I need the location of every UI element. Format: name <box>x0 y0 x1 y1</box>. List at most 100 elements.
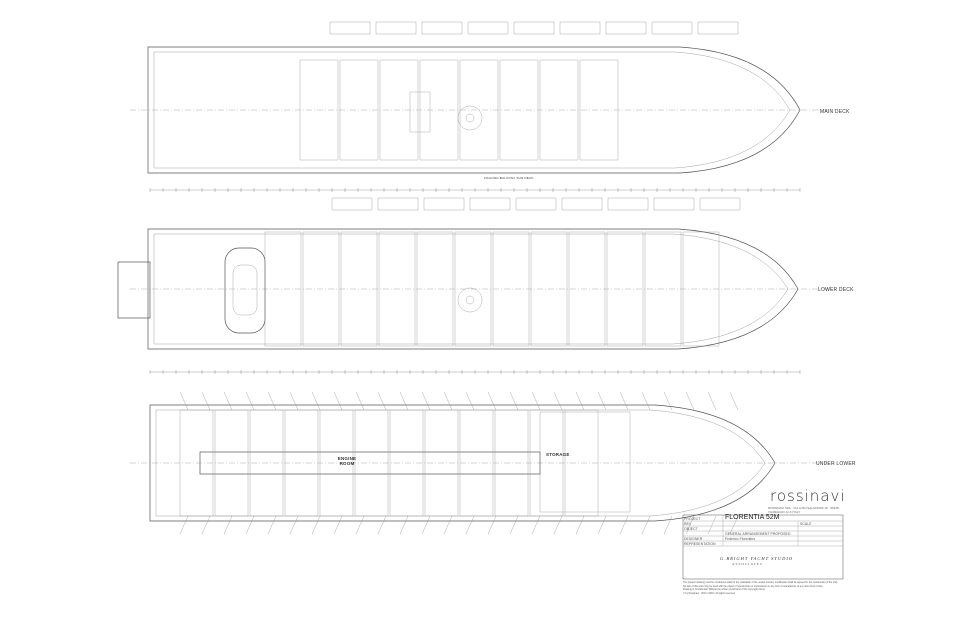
leader-line <box>311 515 321 535</box>
leader-line <box>311 391 321 411</box>
leader-line <box>223 391 233 411</box>
leader-line <box>707 391 717 411</box>
dining-table <box>409 91 431 133</box>
designer-name: Federico Fiorentino <box>725 537 756 541</box>
project-label: PROJECT <box>684 517 701 521</box>
storage-area <box>539 411 631 513</box>
leader-line <box>245 515 255 535</box>
leader-line <box>509 391 519 411</box>
representation-label: REPRESENTATION <box>684 542 716 546</box>
lower-deck-room <box>606 231 644 347</box>
tender-cockpit <box>232 264 258 316</box>
awning-panel <box>651 21 693 35</box>
under-lower-tank <box>319 409 354 517</box>
leader-line <box>619 391 629 411</box>
lower-deck-room <box>568 231 606 347</box>
leader-line <box>597 515 607 535</box>
under-lower-tank <box>564 409 599 517</box>
leader-line <box>201 391 211 411</box>
under-lower-hull-inner <box>155 409 766 517</box>
leader-line <box>399 515 409 535</box>
leader-line <box>685 391 695 411</box>
object-label: OBJECT <box>684 527 698 531</box>
awning-panel <box>697 21 739 35</box>
rossinavi-address: ROSSINAVI SPA · VIA LUIGI SALVATORI 16 -… <box>768 506 839 514</box>
awning-panel <box>375 21 417 35</box>
awning-panel <box>607 197 649 211</box>
awning-panel <box>469 197 511 211</box>
lower-deck-hull <box>147 228 799 350</box>
leader-line <box>377 515 387 535</box>
awning-panel <box>467 21 509 35</box>
lower-deck-room <box>416 231 454 347</box>
leader-line <box>355 515 365 535</box>
lower-deck-room <box>644 231 682 347</box>
leader-line <box>355 391 365 411</box>
leader-line <box>443 391 453 411</box>
leader-line <box>223 515 233 535</box>
rev-label: REV <box>684 522 692 526</box>
leader-line <box>641 515 651 535</box>
leader-line <box>509 515 519 535</box>
leader-line <box>333 515 343 535</box>
main-deck-room <box>539 59 579 161</box>
disclaimer-line: The present drawing must be considered v… <box>683 581 838 584</box>
awning-panel <box>423 197 465 211</box>
main-deck-room <box>579 59 619 161</box>
disclaimer-line: © by Rossinavi · 2014 / 2016 / All right… <box>683 591 735 595</box>
leader-line <box>575 515 585 535</box>
awning-panel <box>699 197 741 211</box>
under-lower-tank <box>424 409 459 517</box>
leader-line <box>553 391 563 411</box>
project-name: FLORENTIA 52M <box>725 514 780 521</box>
leader-line <box>333 391 343 411</box>
title-block: PROJECT FLORENTIA 52M OBJECT GENERAL ARR… <box>683 514 843 579</box>
awning-panel <box>513 21 555 35</box>
under-lower-tank <box>354 409 389 517</box>
awning-panel <box>421 21 463 35</box>
main-deck-label: MAIN DECK <box>820 109 850 115</box>
spiral-stair-core <box>465 295 475 305</box>
leader-line <box>201 515 211 535</box>
designer-logo-line1: G.BRIGHT YACHT STUDIO <box>720 556 794 561</box>
main-deck-room <box>339 59 379 161</box>
leader-line <box>663 391 673 411</box>
main-deck-hull <box>147 46 801 174</box>
awning-panel <box>329 21 371 35</box>
leader-line <box>267 391 277 411</box>
leader-line <box>289 515 299 535</box>
spiral-stair <box>457 105 483 131</box>
designer-label: DESIGNER <box>684 537 703 541</box>
storage-label: STORAGE <box>546 452 570 457</box>
lower-deck-room <box>530 231 568 347</box>
awning-panel <box>561 197 603 211</box>
leader-line <box>487 515 497 535</box>
lower-deck-room <box>302 231 340 347</box>
disclaimer-line: No part of this work may be used with th… <box>683 584 824 588</box>
lower-deck-room <box>492 231 530 347</box>
leader-line <box>421 391 431 411</box>
leader-line <box>663 515 673 535</box>
under-lower-hull <box>149 404 776 522</box>
leader-line <box>443 515 453 535</box>
under-lower-tank <box>494 409 529 517</box>
leader-line <box>377 391 387 411</box>
under-lower-label: UNDER LOWER <box>816 461 856 467</box>
leader-line <box>465 515 475 535</box>
under-lower-tank <box>529 409 564 517</box>
spiral-stair <box>457 287 483 313</box>
awning-panel <box>515 197 557 211</box>
leader-line <box>553 515 563 535</box>
main-deck-room <box>459 59 499 161</box>
leader-line <box>179 515 189 535</box>
main-deck-room <box>499 59 539 161</box>
leader-line <box>531 391 541 411</box>
title-block-grid <box>683 515 843 547</box>
main-deck-room <box>419 59 459 161</box>
main-deck-room <box>379 59 419 161</box>
awning-panel <box>559 21 601 35</box>
leader-line <box>531 515 541 535</box>
engine-room-label: ENGINE ROOM <box>337 456 357 466</box>
leader-line <box>619 515 629 535</box>
awning-panel <box>377 197 419 211</box>
